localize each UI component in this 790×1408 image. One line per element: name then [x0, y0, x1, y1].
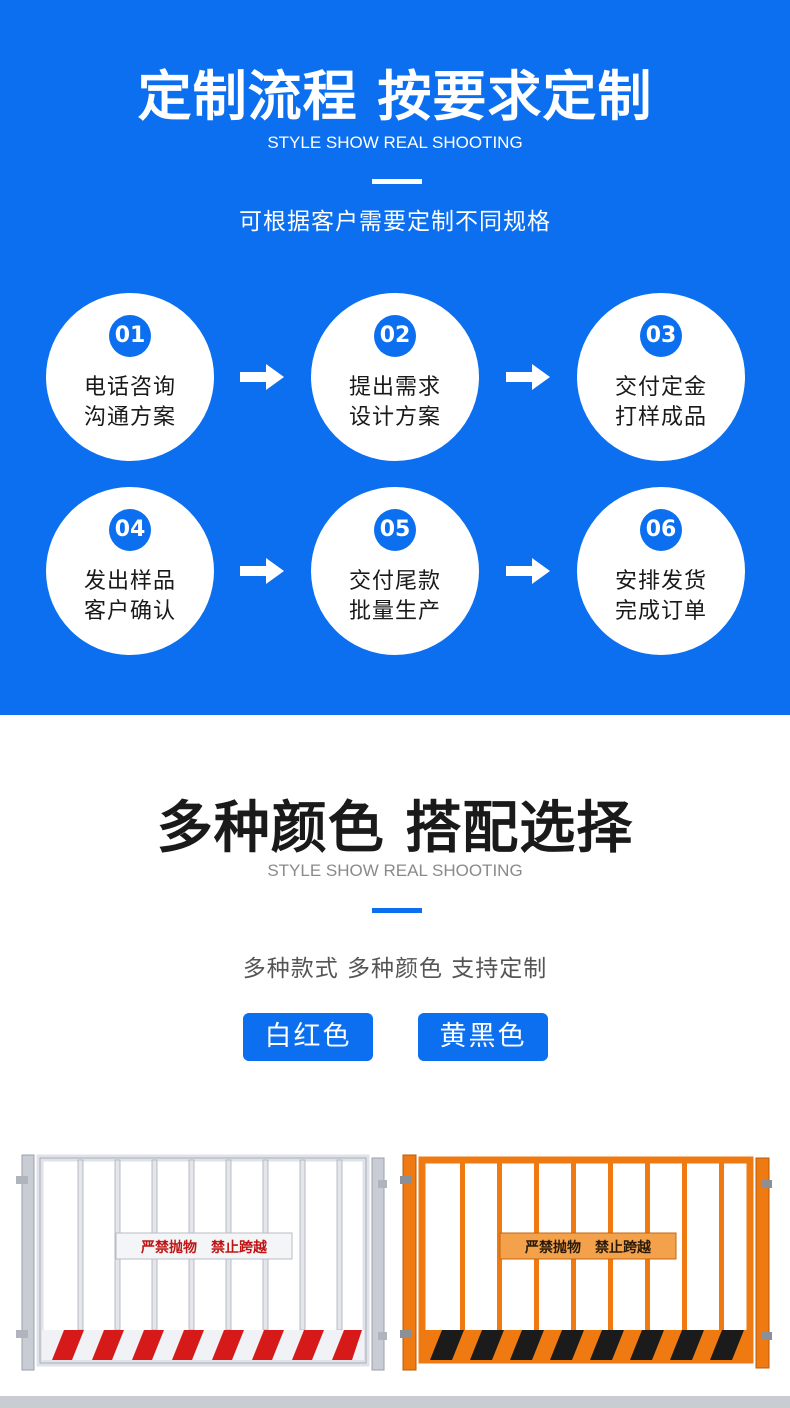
title-divider — [372, 908, 422, 913]
white-red-fence-image — [16, 1154, 387, 1371]
step-label-line1: 安排发货 — [614, 569, 707, 594]
bottom-divider — [0, 1396, 790, 1408]
step-label-line2: 打样成品 — [614, 405, 707, 430]
step-number: 06 — [640, 509, 682, 551]
step-number: 01 — [109, 315, 151, 357]
step-label-line1: 电话咨询 — [83, 375, 176, 400]
step-number: 02 — [374, 315, 416, 357]
step-label-line2: 设计方案 — [348, 405, 441, 430]
step-label-line1: 发出样品 — [83, 569, 176, 594]
colors-title: 多种颜色 搭配选择 — [156, 796, 634, 861]
process-section: 定制流程 按要求定制 STYLE SHOW REAL SHOOTING 可根据客… — [0, 0, 790, 715]
right-arrow-icon — [506, 364, 550, 390]
step-label-line2: 完成订单 — [614, 599, 707, 624]
title-divider — [372, 179, 422, 184]
colors-description: 多种款式 多种颜色 支持定制 — [242, 956, 548, 982]
color-option-yellow-black[interactable]: 黄黑色 — [418, 1013, 548, 1061]
step-number: 03 — [640, 315, 682, 357]
step-5-circle: 05 交付尾款 批量生产 — [311, 487, 479, 655]
step-2-circle: 02 提出需求 设计方案 — [311, 293, 479, 461]
right-arrow-icon — [240, 558, 284, 584]
fence-sign-text: 严禁抛物 禁止跨越 — [525, 1240, 651, 1256]
process-subtitle: STYLE SHOW REAL SHOOTING — [267, 133, 523, 152]
yellow-black-fence-image — [400, 1154, 772, 1371]
colors-subtitle: STYLE SHOW REAL SHOOTING — [267, 861, 523, 880]
step-label-line1: 交付尾款 — [348, 569, 441, 594]
step-1-circle: 01 电话咨询 沟通方案 — [46, 293, 214, 461]
step-label-line1: 交付定金 — [614, 375, 707, 400]
step-number: 05 — [374, 509, 416, 551]
step-3-circle: 03 交付定金 打样成品 — [577, 293, 745, 461]
fence-sign-text: 严禁抛物 禁止跨越 — [141, 1240, 267, 1256]
right-arrow-icon — [506, 558, 550, 584]
step-6-circle: 06 安排发货 完成订单 — [577, 487, 745, 655]
step-label-line1: 提出需求 — [348, 375, 441, 400]
process-description: 可根据客户需要定制不同规格 — [239, 209, 551, 235]
step-label-line2: 沟通方案 — [83, 405, 176, 430]
color-option-white-red[interactable]: 白红色 — [243, 1013, 373, 1061]
step-label-line2: 客户确认 — [83, 599, 176, 624]
step-4-circle: 04 发出样品 客户确认 — [46, 487, 214, 655]
process-title: 定制流程 按要求定制 — [137, 65, 653, 128]
step-number: 04 — [109, 509, 151, 551]
step-label-line2: 批量生产 — [348, 599, 441, 624]
right-arrow-icon — [240, 364, 284, 390]
